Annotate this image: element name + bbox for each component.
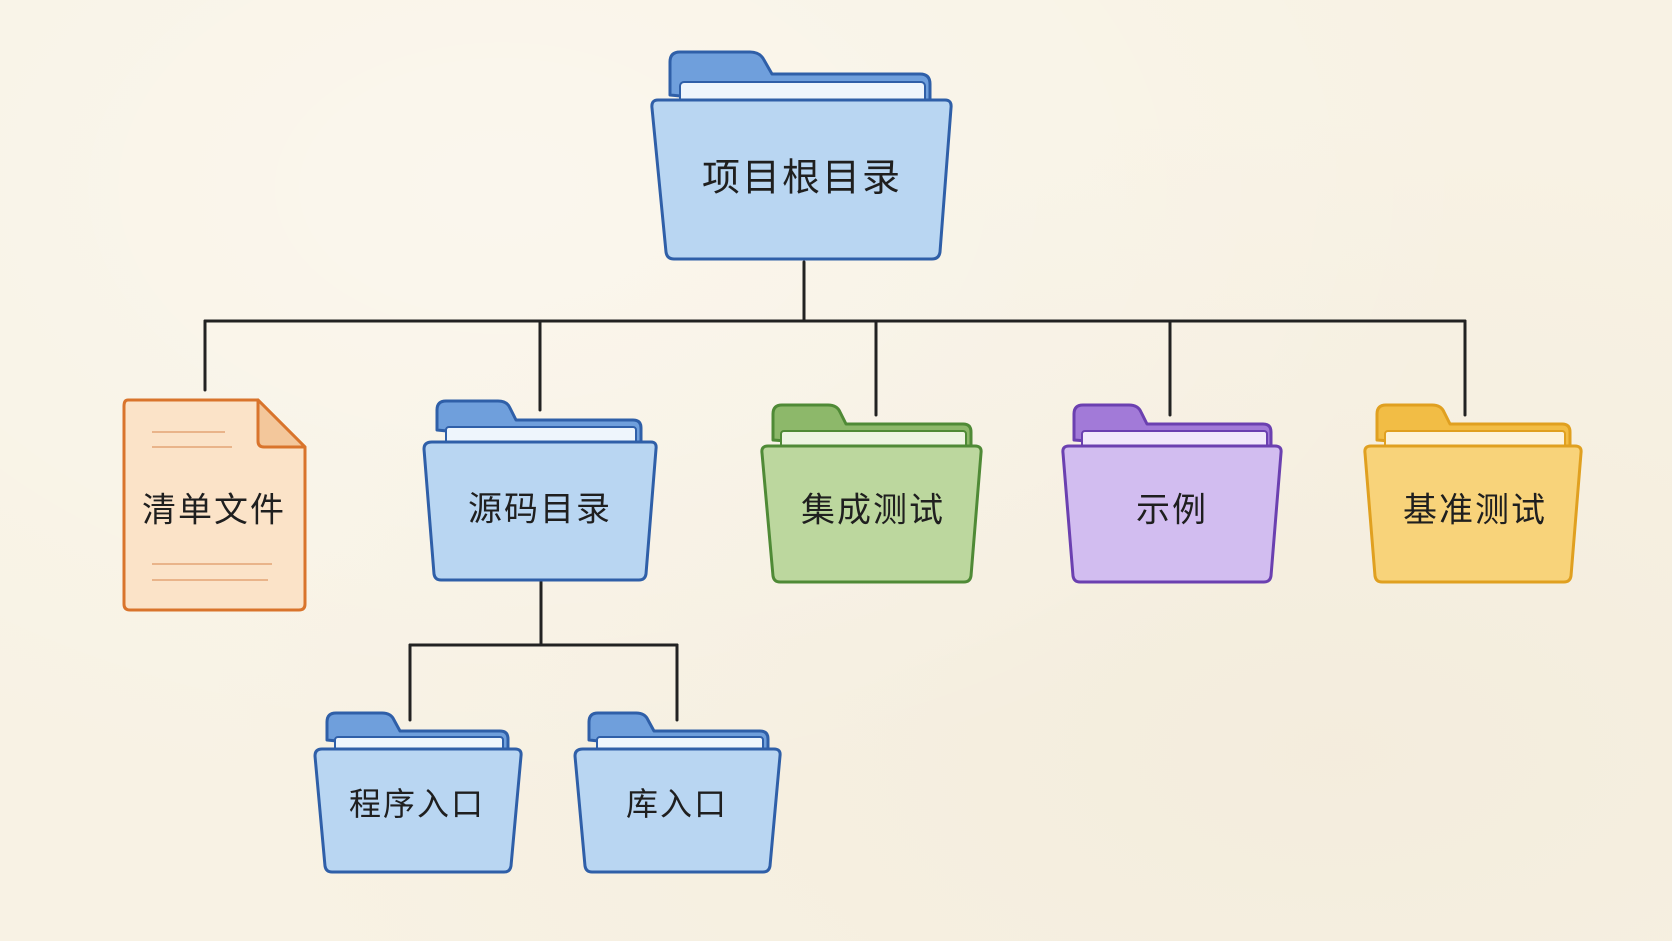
file-manifest-label: 清单文件 xyxy=(142,491,286,531)
folder-benches-front xyxy=(1363,444,1583,584)
folder-src-label: 源码目录 xyxy=(468,490,612,530)
folder-benches-label: 基准测试 xyxy=(1403,491,1547,531)
folder-tests-front xyxy=(760,444,983,584)
folder-root[interactable]: 项目根目录 xyxy=(650,50,953,261)
folder-examples-front xyxy=(1061,444,1283,584)
folder-lib[interactable]: 库入口 xyxy=(573,711,782,874)
folder-lib-front xyxy=(573,747,782,874)
folder-main-label: 程序入口 xyxy=(349,785,485,823)
folder-examples-label: 示例 xyxy=(1136,491,1208,531)
folder-src[interactable]: 源码目录 xyxy=(422,399,658,582)
folder-root-front xyxy=(650,98,953,261)
folder-examples[interactable]: 示例 xyxy=(1061,403,1283,584)
folder-main[interactable]: 程序入口 xyxy=(313,711,523,874)
folder-lib-label: 库入口 xyxy=(626,785,728,823)
file-manifest[interactable]: 清单文件 xyxy=(122,398,307,612)
file-manifest-fold xyxy=(256,398,307,449)
folder-tests[interactable]: 集成测试 xyxy=(760,403,983,584)
connectors xyxy=(203,260,1467,722)
file-manifest-body xyxy=(122,398,307,612)
folder-main-front xyxy=(313,747,523,874)
folder-tests-label: 集成测试 xyxy=(801,491,945,531)
folder-src-front xyxy=(422,440,658,582)
folder-root-label: 项目根目录 xyxy=(702,156,902,200)
folder-benches[interactable]: 基准测试 xyxy=(1363,403,1583,584)
